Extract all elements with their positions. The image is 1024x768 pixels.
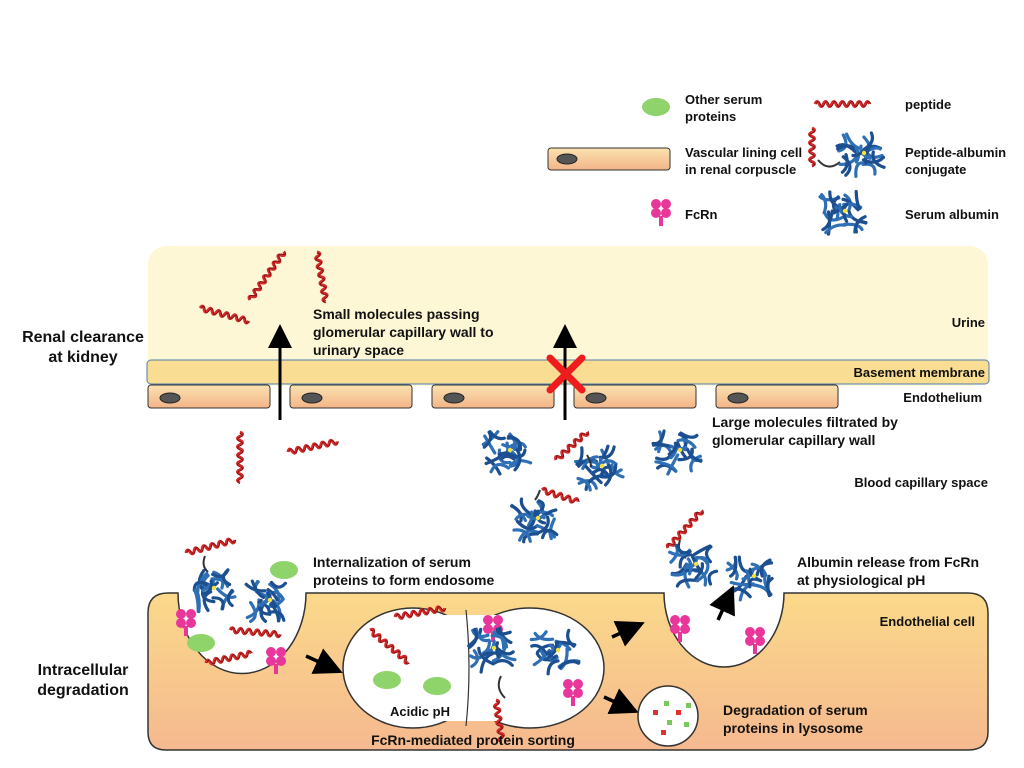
fcrn-sorting-label: FcRn-mediated protein sorting: [371, 732, 575, 748]
renal-clearance-line1: Renal clearance: [22, 329, 144, 346]
endosome: [342, 607, 605, 729]
legend-other-protein-icon: [642, 98, 670, 116]
release-arrow: [709, 585, 735, 621]
endocytosed-peptide: [228, 626, 282, 639]
recycled-fcrn: [670, 615, 690, 642]
released-albumin: [725, 555, 774, 602]
legend-fcrn-label: FcRn: [685, 207, 718, 222]
linker: [586, 454, 592, 468]
endocytosed-other-protein: [187, 634, 215, 652]
linker: [497, 675, 506, 699]
legend-albumin-label: Serum albumin: [905, 207, 999, 222]
legend-vascular-line2: in renal corpuscle: [685, 162, 796, 177]
blood-capillary-label: Blood capillary space: [854, 475, 988, 490]
endosome-peptide: [393, 605, 447, 620]
legend-fcrn-icon: [651, 199, 671, 226]
urine-label: Urine: [952, 315, 985, 330]
blood-conjugate-peptide: [554, 430, 590, 461]
blood-conjugate: [574, 444, 625, 492]
blood-peptide: [236, 430, 244, 484]
degradation-line1: Degradation of serum: [723, 702, 868, 718]
endocytosed-other-protein: [270, 561, 298, 579]
arrow-to-lysosome: [603, 688, 639, 714]
legend: Other serum proteins peptide Vascular li…: [547, 92, 1006, 236]
endothelium-cell: [289, 384, 413, 409]
small-molecules-line1: Small molecules passing: [313, 306, 480, 322]
endothelial-cell-label: Endothelial cell: [880, 614, 975, 629]
small-molecules-line2: glomerular capillary wall to: [313, 324, 494, 340]
large-molecules-line2: glomerular capillary wall: [712, 432, 875, 448]
legend-peptide-icon: [813, 100, 872, 108]
urine-peptide: [314, 250, 329, 304]
endosome-albumin: [467, 626, 517, 674]
blood-albumin: [651, 429, 703, 476]
endocytosed-peptide: [204, 649, 253, 666]
legend-conjugate-line2: conjugate: [905, 162, 966, 177]
internalization-line1: Internalization of serum: [313, 554, 471, 570]
large-molecules-line1: Large molecules filtrated by: [712, 414, 898, 430]
endosome-peptide: [369, 627, 410, 665]
endothelium-cell: [573, 384, 697, 409]
acidic-ph-label: Acidic pH: [390, 704, 450, 719]
recycled-fcrn: [745, 627, 765, 654]
albumin-release-line1: Albumin release from FcRn: [797, 554, 979, 570]
blood-albumin: [481, 430, 533, 476]
endothelium-cell: [431, 384, 555, 409]
urine-region: [148, 246, 988, 386]
legend-conjugate-icon: [808, 126, 886, 178]
legend-vascular-line1: Vascular lining cell: [685, 145, 802, 160]
legend-albumin-icon: [818, 189, 868, 236]
legend-vascular-cell-icon: [547, 147, 671, 171]
legend-other-proteins-line2: proteins: [685, 109, 736, 124]
legend-conjugate-line1: Peptide-albumin: [905, 145, 1006, 160]
endothelium-cell: [715, 384, 839, 409]
endocytosed-peptide: [184, 537, 237, 556]
endosome-other-protein: [423, 677, 451, 695]
endosome-fcrn: [563, 679, 583, 706]
intracellular-line1: Intracellular: [38, 662, 129, 679]
basement-membrane-label: Basement membrane: [854, 365, 986, 380]
legend-peptide-label: peptide: [905, 97, 951, 112]
urine-peptide: [198, 304, 251, 325]
linker: [202, 555, 209, 573]
lysosome: [637, 685, 699, 747]
endocytosed-albumin: [192, 568, 237, 614]
small-molecules-line3: urinary space: [313, 342, 404, 358]
renal-clearance-line2: at kidney: [48, 349, 117, 366]
endothelium-label: Endothelium: [903, 390, 982, 405]
intracellular-line2: degradation: [37, 682, 129, 699]
endocytosed-fcrn: [176, 609, 196, 636]
endothelium-cells: [147, 384, 839, 409]
block-x-icon: [546, 354, 586, 394]
endosome-peptide: [492, 698, 505, 744]
released-albumin: [668, 543, 719, 589]
urine-peptide: [247, 250, 287, 301]
blood-conjugate-peptide: [540, 486, 580, 504]
blood-albumin: [510, 497, 559, 544]
released-peptide: [665, 509, 704, 549]
endosome-albumin: [529, 628, 581, 676]
arrow-to-recycling: [611, 620, 645, 647]
legend-other-proteins-line1: Other serum: [685, 92, 762, 107]
endothelium-cell: [147, 384, 271, 409]
endosome-other-protein: [373, 671, 401, 689]
endocytosed-albumin: [244, 579, 287, 623]
endocytosed-fcrn: [266, 647, 286, 674]
degradation-line2: proteins in lysosome: [723, 720, 863, 736]
internalization-line2: proteins to form endosome: [313, 572, 494, 588]
linker: [534, 489, 541, 501]
albumin-release-line2: at physiological pH: [797, 572, 925, 588]
blood-peptide: [286, 438, 339, 455]
arrow-to-endosome: [305, 648, 343, 674]
